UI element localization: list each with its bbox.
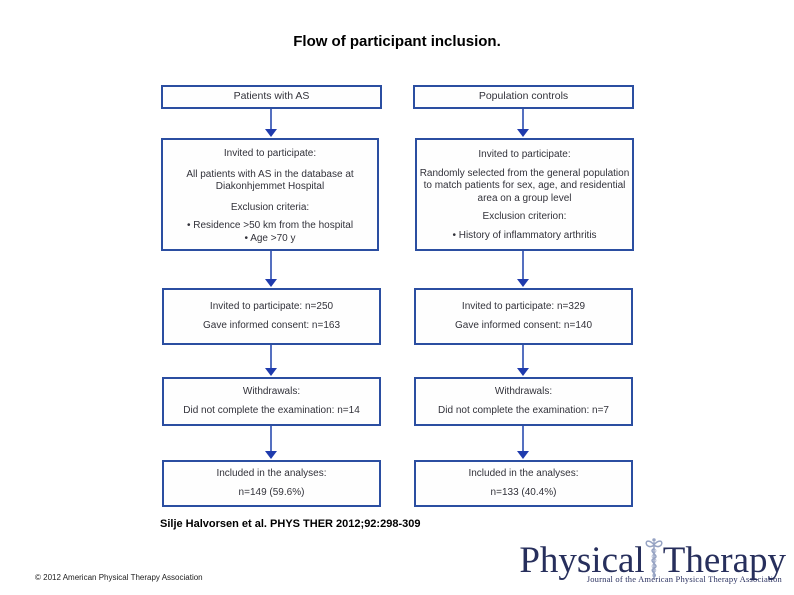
box-text: All patients with AS in the database at … xyxy=(186,168,354,193)
box-text: Invited to participate: xyxy=(478,149,571,160)
arrow-down-icon xyxy=(517,345,529,376)
flow-box-patients-consent: Invited to participate: n=250 Gave infor… xyxy=(162,288,381,345)
arrow-stem xyxy=(270,426,272,452)
box-text: Invited to participate: n=250 xyxy=(209,301,334,312)
box-text: Invited to participate: n=329 xyxy=(461,301,586,312)
arrow-down-icon xyxy=(265,109,277,137)
box-text: Gave informed consent: n=140 xyxy=(454,319,593,331)
arrow-head-icon xyxy=(517,368,529,376)
arrow-down-icon xyxy=(265,251,277,287)
box-text: Randomly selected from the general popul… xyxy=(419,167,630,204)
flow-box-controls-criteria: Invited to participate: Randomly selecte… xyxy=(415,138,634,251)
arrow-down-icon xyxy=(265,345,277,376)
box-text: Invited to participate: xyxy=(223,148,317,159)
logo-wordmark: Physical Therapy xyxy=(518,537,786,581)
box-text: Did not complete the examination: n=14 xyxy=(183,404,360,416)
physical-therapy-logo: Physical Therapy Journal of the American… xyxy=(518,537,786,584)
slide-title: Flow of participant inclusion. xyxy=(293,33,501,50)
box-text: Included in the analyses: xyxy=(216,468,327,479)
box-text: Gave informed consent: n=163 xyxy=(202,319,341,331)
box-bullet: • Age >70 y xyxy=(244,232,296,244)
box-bullet: • Residence >50 km from the hospital xyxy=(186,220,354,231)
flow-box-patients-criteria: Invited to participate: All patients wit… xyxy=(161,138,379,251)
box-text: n=133 (40.4%) xyxy=(490,486,557,498)
logo-word-therapy: Therapy xyxy=(662,540,786,581)
arrow-stem xyxy=(522,109,524,130)
arrow-stem xyxy=(522,251,524,280)
logo-word-physical: Physical xyxy=(519,540,645,581)
flow-box-patients-withdrawals: Withdrawals: Did not complete the examin… xyxy=(162,377,381,426)
box-text: Exclusion criterion: xyxy=(482,211,567,222)
arrow-stem xyxy=(522,345,524,369)
flow-box-controls-included: Included in the analyses: n=133 (40.4%) xyxy=(414,460,633,507)
box-text: Withdrawals: xyxy=(242,386,301,397)
box-text: Patients with AS xyxy=(233,90,310,103)
arrow-down-icon xyxy=(517,109,529,137)
arrow-head-icon xyxy=(265,279,277,287)
arrow-stem xyxy=(522,426,524,452)
flow-box-controls-consent: Invited to participate: n=329 Gave infor… xyxy=(414,288,633,345)
logo-tagline: Journal of the American Physical Therapy… xyxy=(586,574,782,584)
arrow-stem xyxy=(270,109,272,130)
flow-box-controls-withdrawals: Withdrawals: Did not complete the examin… xyxy=(414,377,633,426)
box-bullet: • History of inflammatory arthritis xyxy=(452,229,597,241)
box-text: Population controls xyxy=(478,90,569,103)
arrow-down-icon xyxy=(517,251,529,287)
arrow-head-icon xyxy=(265,368,277,376)
citation: Silje Halvorsen et al. PHYS THER 2012;92… xyxy=(160,518,421,530)
caduceus-icon xyxy=(645,538,663,580)
arrow-down-icon xyxy=(517,426,529,459)
box-text: Exclusion criteria: xyxy=(230,201,310,213)
copyright-notice: © 2012 American Physical Therapy Associa… xyxy=(35,573,203,582)
box-text: Did not complete the examination: n=7 xyxy=(438,404,609,416)
flow-box-patients-included: Included in the analyses: n=149 (59.6%) xyxy=(162,460,381,507)
arrow-head-icon xyxy=(517,279,529,287)
flow-box-controls-header: Population controls xyxy=(413,85,634,109)
flow-box-patients-header: Patients with AS xyxy=(161,85,382,109)
arrow-down-icon xyxy=(265,426,277,459)
box-text: Withdrawals: xyxy=(494,386,553,397)
arrow-head-icon xyxy=(517,451,529,459)
arrow-head-icon xyxy=(265,451,277,459)
arrow-stem xyxy=(270,251,272,280)
box-text: n=149 (59.6%) xyxy=(238,486,305,498)
arrow-stem xyxy=(270,345,272,369)
arrow-head-icon xyxy=(265,129,277,137)
arrow-head-icon xyxy=(517,129,529,137)
box-text: Included in the analyses: xyxy=(468,468,579,479)
